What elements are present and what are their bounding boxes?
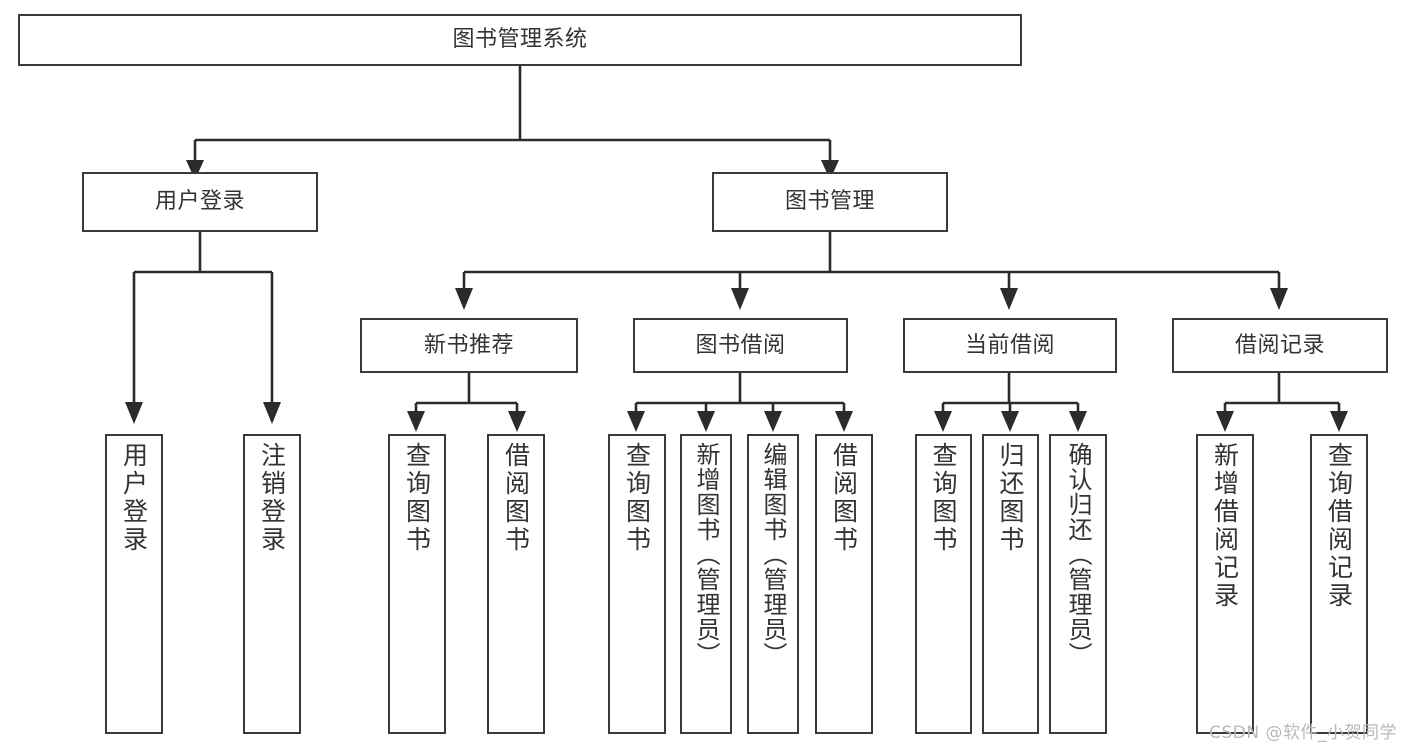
node-book-borrow-label: 图书借阅 <box>695 332 786 358</box>
node-borrow-record[interactable]: 借阅记录 <box>1172 318 1388 373</box>
node-current-borrow[interactable]: 当前借阅 <box>903 318 1117 373</box>
node-leaf-return-book-label: 归还图书 <box>996 442 1025 554</box>
node-leaf-query-record-label: 查询借阅记录 <box>1324 442 1354 610</box>
node-leaf-logout-login-label: 注销登录 <box>257 442 287 554</box>
node-borrow-record-label: 借阅记录 <box>1234 332 1325 358</box>
node-leaf-add-record-label: 新增借阅记录 <box>1210 442 1240 610</box>
node-leaf-query-book-3[interactable]: 查询图书 <box>915 434 972 734</box>
node-leaf-add-book-label: 新增图书（管理员） <box>692 442 720 667</box>
node-leaf-query-book-2[interactable]: 查询图书 <box>608 434 666 734</box>
node-leaf-borrow-book-1[interactable]: 借阅图书 <box>487 434 545 734</box>
node-leaf-query-book-1[interactable]: 查询图书 <box>388 434 446 734</box>
node-new-book-recommend-label: 新书推荐 <box>423 332 514 358</box>
node-leaf-query-record[interactable]: 查询借阅记录 <box>1310 434 1368 734</box>
node-current-borrow-label: 当前借阅 <box>964 332 1055 358</box>
node-new-book-recommend[interactable]: 新书推荐 <box>360 318 578 373</box>
node-leaf-add-book[interactable]: 新增图书（管理员） <box>680 434 732 734</box>
watermark-text: CSDN @软件_小贺同学 <box>1209 723 1397 743</box>
node-book-borrow[interactable]: 图书借阅 <box>633 318 848 373</box>
node-leaf-edit-book-label: 编辑图书（管理员） <box>759 442 787 667</box>
node-root[interactable]: 图书管理系统 <box>18 14 1022 66</box>
node-leaf-user-login-label: 用户登录 <box>119 442 149 554</box>
node-leaf-query-book-3-label: 查询图书 <box>929 442 958 554</box>
node-book-manage[interactable]: 图书管理 <box>712 172 948 232</box>
node-user-login-label: 用户登录 <box>154 189 245 215</box>
node-root-label: 图书管理系统 <box>452 27 588 53</box>
node-book-manage-label: 图书管理 <box>784 189 875 215</box>
node-leaf-borrow-book-2[interactable]: 借阅图书 <box>815 434 873 734</box>
node-leaf-confirm-return-label: 确认归还（管理员） <box>1064 442 1092 667</box>
node-leaf-borrow-book-1-label: 借阅图书 <box>501 442 531 554</box>
node-leaf-borrow-book-2-label: 借阅图书 <box>829 442 859 554</box>
node-leaf-add-record[interactable]: 新增借阅记录 <box>1196 434 1254 734</box>
node-leaf-query-book-1-label: 查询图书 <box>402 442 432 554</box>
node-leaf-return-book[interactable]: 归还图书 <box>982 434 1039 734</box>
node-leaf-user-login[interactable]: 用户登录 <box>105 434 163 734</box>
node-leaf-edit-book[interactable]: 编辑图书（管理员） <box>747 434 799 734</box>
node-leaf-logout-login[interactable]: 注销登录 <box>243 434 301 734</box>
node-leaf-query-book-2-label: 查询图书 <box>622 442 652 554</box>
node-user-login[interactable]: 用户登录 <box>82 172 318 232</box>
node-leaf-confirm-return[interactable]: 确认归还（管理员） <box>1049 434 1107 734</box>
